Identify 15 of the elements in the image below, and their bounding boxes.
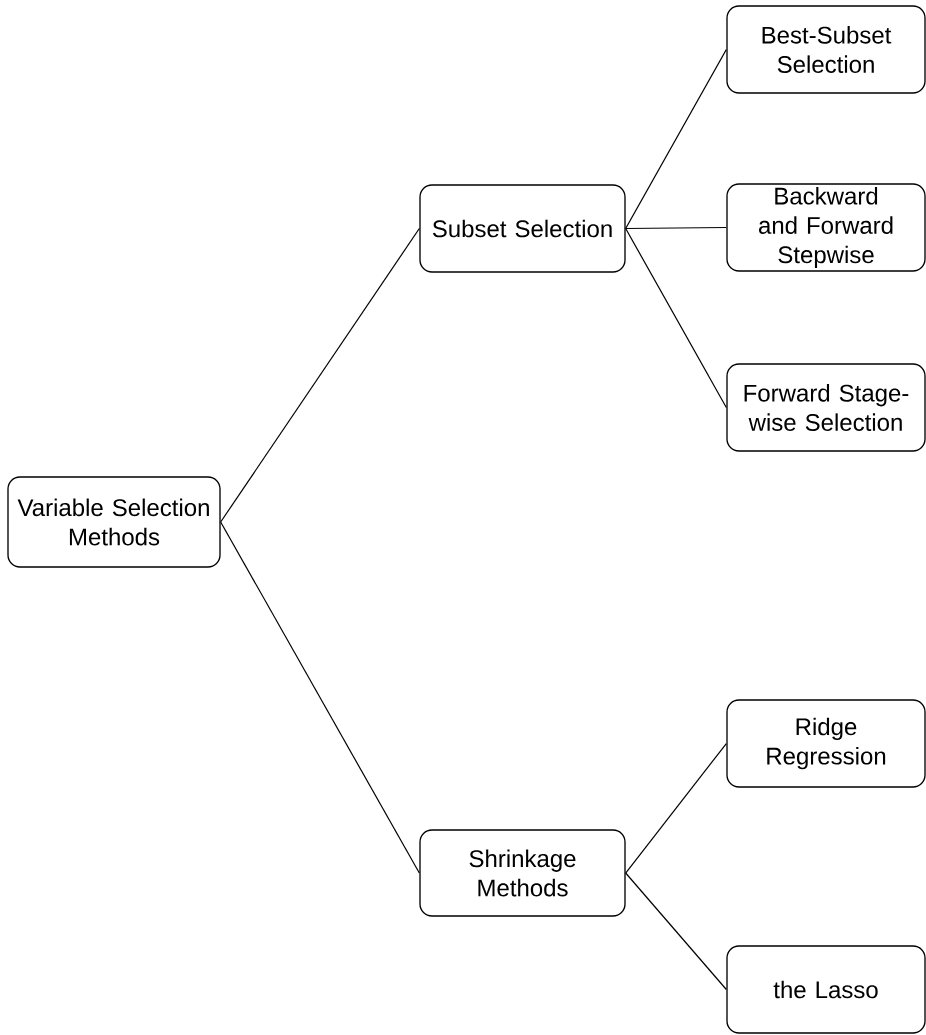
process-box: Forward Stage-wise Selection [726,363,926,452]
process-box: Shrinkage Methods [419,829,626,917]
connector-line [220,227,420,523]
connector-line [625,48,727,230]
process-box: the Lasso [726,945,926,1034]
connector-line [220,521,420,874]
process-box: Variable Selection Methods [7,476,221,568]
process-box: Backward and Forward Stepwise [726,183,926,272]
process-box: Ridge Regression [726,699,926,788]
process-box: Subset Selection [419,184,626,273]
connector-line [625,227,727,409]
connector-line [625,226,727,230]
connector-line [625,742,727,874]
process-box: Best-Subset Selection [726,5,926,94]
connector-line [625,872,727,991]
